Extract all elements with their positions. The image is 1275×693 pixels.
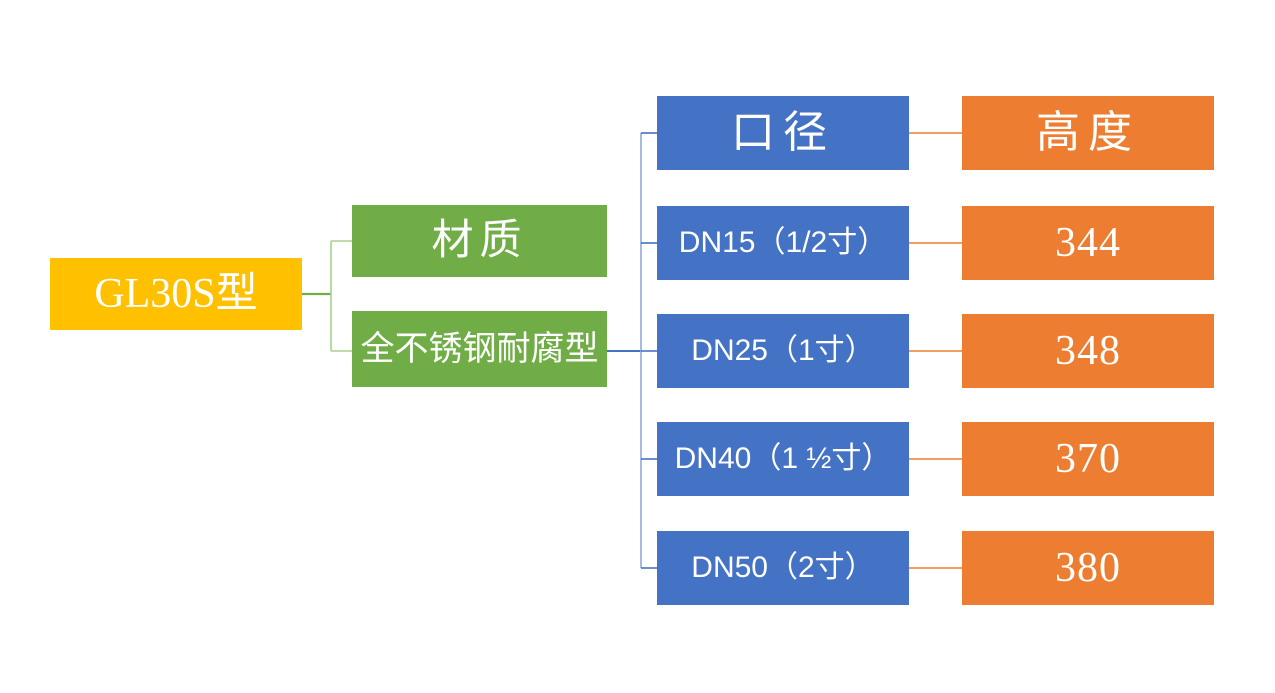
height-node-348: 348: [962, 314, 1214, 388]
root-node-gl30s: GL30S型: [50, 258, 302, 330]
material-header-node: 材质: [352, 205, 607, 277]
height-node-344: 344: [962, 206, 1214, 280]
height-node-370: 370: [962, 422, 1214, 496]
caliber-node-dn25: DN25（1寸）: [657, 314, 909, 388]
caliber-node-dn40: DN40（1 ½寸）: [657, 422, 909, 496]
material-value-node: 全不锈钢耐腐型: [352, 311, 607, 387]
caliber-node-dn50: DN50（2寸）: [657, 531, 909, 605]
caliber-header-node: 口径: [657, 96, 909, 170]
caliber-node-dn15: DN15（1/2寸）: [657, 206, 909, 280]
height-header-node: 高度: [962, 96, 1214, 170]
height-node-380: 380: [962, 531, 1214, 605]
